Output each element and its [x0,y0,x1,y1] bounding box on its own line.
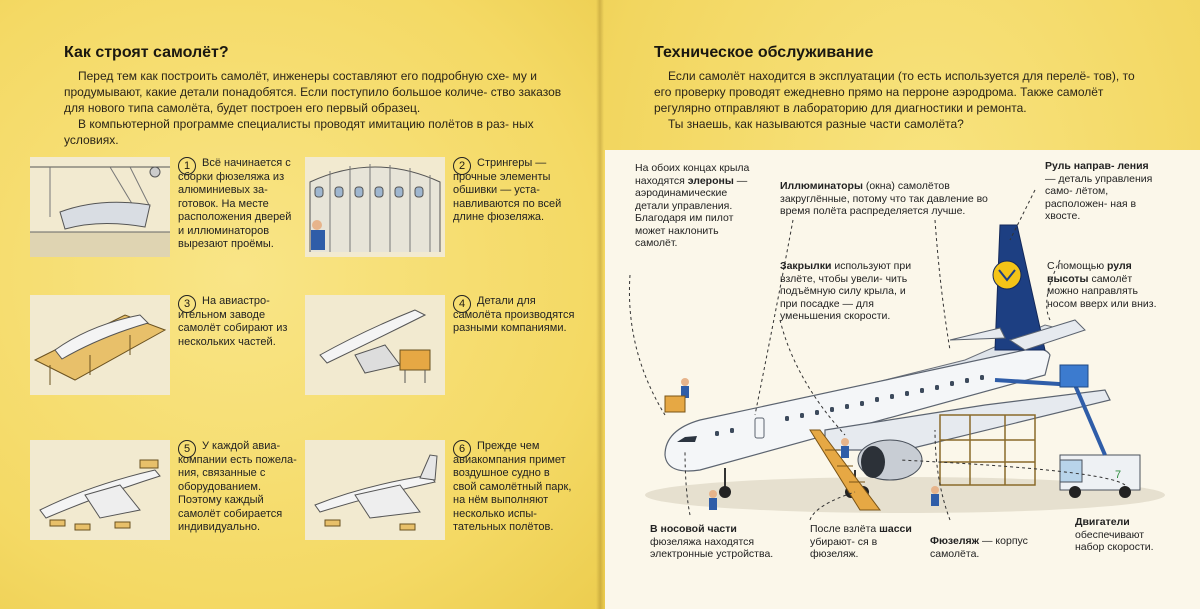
step-4-illustration [305,295,445,395]
step-1: 1 Всё начинается с сборки фюзеляжа из ал… [30,157,300,267]
step-1-text: Всё начинается с сборки фюзеляжа из алюм… [178,157,292,250]
step-6: 6 Прежде чем авиакомпания примет воздушн… [305,440,575,550]
rudder-label: Руль направ- ления — деталь управления с… [1045,160,1153,222]
step-3-text: На авиастро- ительном заводе самолёт соб… [178,295,288,348]
step-3-number: 3 [178,295,196,313]
step-6-illustration [305,440,445,540]
svg-text:7: 7 [1115,469,1121,481]
step-6-number: 6 [453,440,471,458]
step-2-number: 2 [453,157,471,175]
step-4: 4 Детали для самолёта производятся разны… [305,295,575,405]
step-6-text: Прежде чем авиакомпания примет воздушное… [453,440,572,533]
step-4-number: 4 [453,295,471,313]
left-intro-paragraph-1: Перед тем как построить самолёт, инженер… [64,69,562,115]
left-title: Как строят самолёт? [64,44,229,61]
engines-label: Двигатели обеспечивают набор скорости. [1075,516,1154,553]
airplane-diagram: 7 На обоих концах крыла находятся [605,150,1200,609]
step-3-illustration [30,295,170,395]
step-3: 3 На авиастро- ительном заводе самолёт с… [30,295,300,405]
elevator-label: С помощью руля высоты самолёт можно напр… [1047,260,1157,310]
step-5: 5 У каждой авиа- компании есть пожела- н… [30,440,300,550]
step-2-illustration [305,157,445,257]
nose-section-label: В носовой части фюзеляжа находятся элект… [650,523,774,560]
windows-label: Иллюминаторы (окна) самолётов закруглённ… [780,180,988,217]
left-intro: Перед тем как построить самолёт, инженер… [64,68,562,148]
step-5-illustration [30,440,170,540]
step-2-text: Стрингеры — прочные элементы обшивки — у… [453,157,562,223]
right-title: Техническое обслуживание [654,44,874,61]
fuselage-label: Фюзеляж — корпус самолёта. [930,535,1028,560]
right-intro-paragraph-2: Ты знаешь, как называются разные части с… [668,117,964,131]
right-intro: Если самолёт находится в эксплуатации (т… [654,68,1144,132]
ailerons-label: На обоих концах крыла находятся элероны … [635,162,750,249]
step-2: 2 Стрингеры — прочные элементы обшивки —… [305,157,575,267]
airplane-illustration: 7 [628,189,1165,521]
left-page: Как строят самолёт? Перед тем как постро… [0,0,600,609]
left-intro-paragraph-2: В компьютерной программе специалисты про… [64,117,534,147]
step-4-text: Детали для самолёта производятся разными… [453,295,575,334]
landing-gear-label: После взлёта шасси убирают- ся в фюзеляж… [810,523,912,560]
step-5-number: 5 [178,440,196,458]
step-5-text: У каждой авиа- компании есть пожела- ния… [178,440,297,533]
book-spine [596,0,604,609]
step-1-illustration [30,157,170,257]
flaps-label: Закрылки используют при взлёте, чтобы ув… [780,260,912,322]
step-1-number: 1 [178,157,196,175]
right-intro-paragraph-1: Если самолёт находится в эксплуатации (т… [654,69,1135,115]
